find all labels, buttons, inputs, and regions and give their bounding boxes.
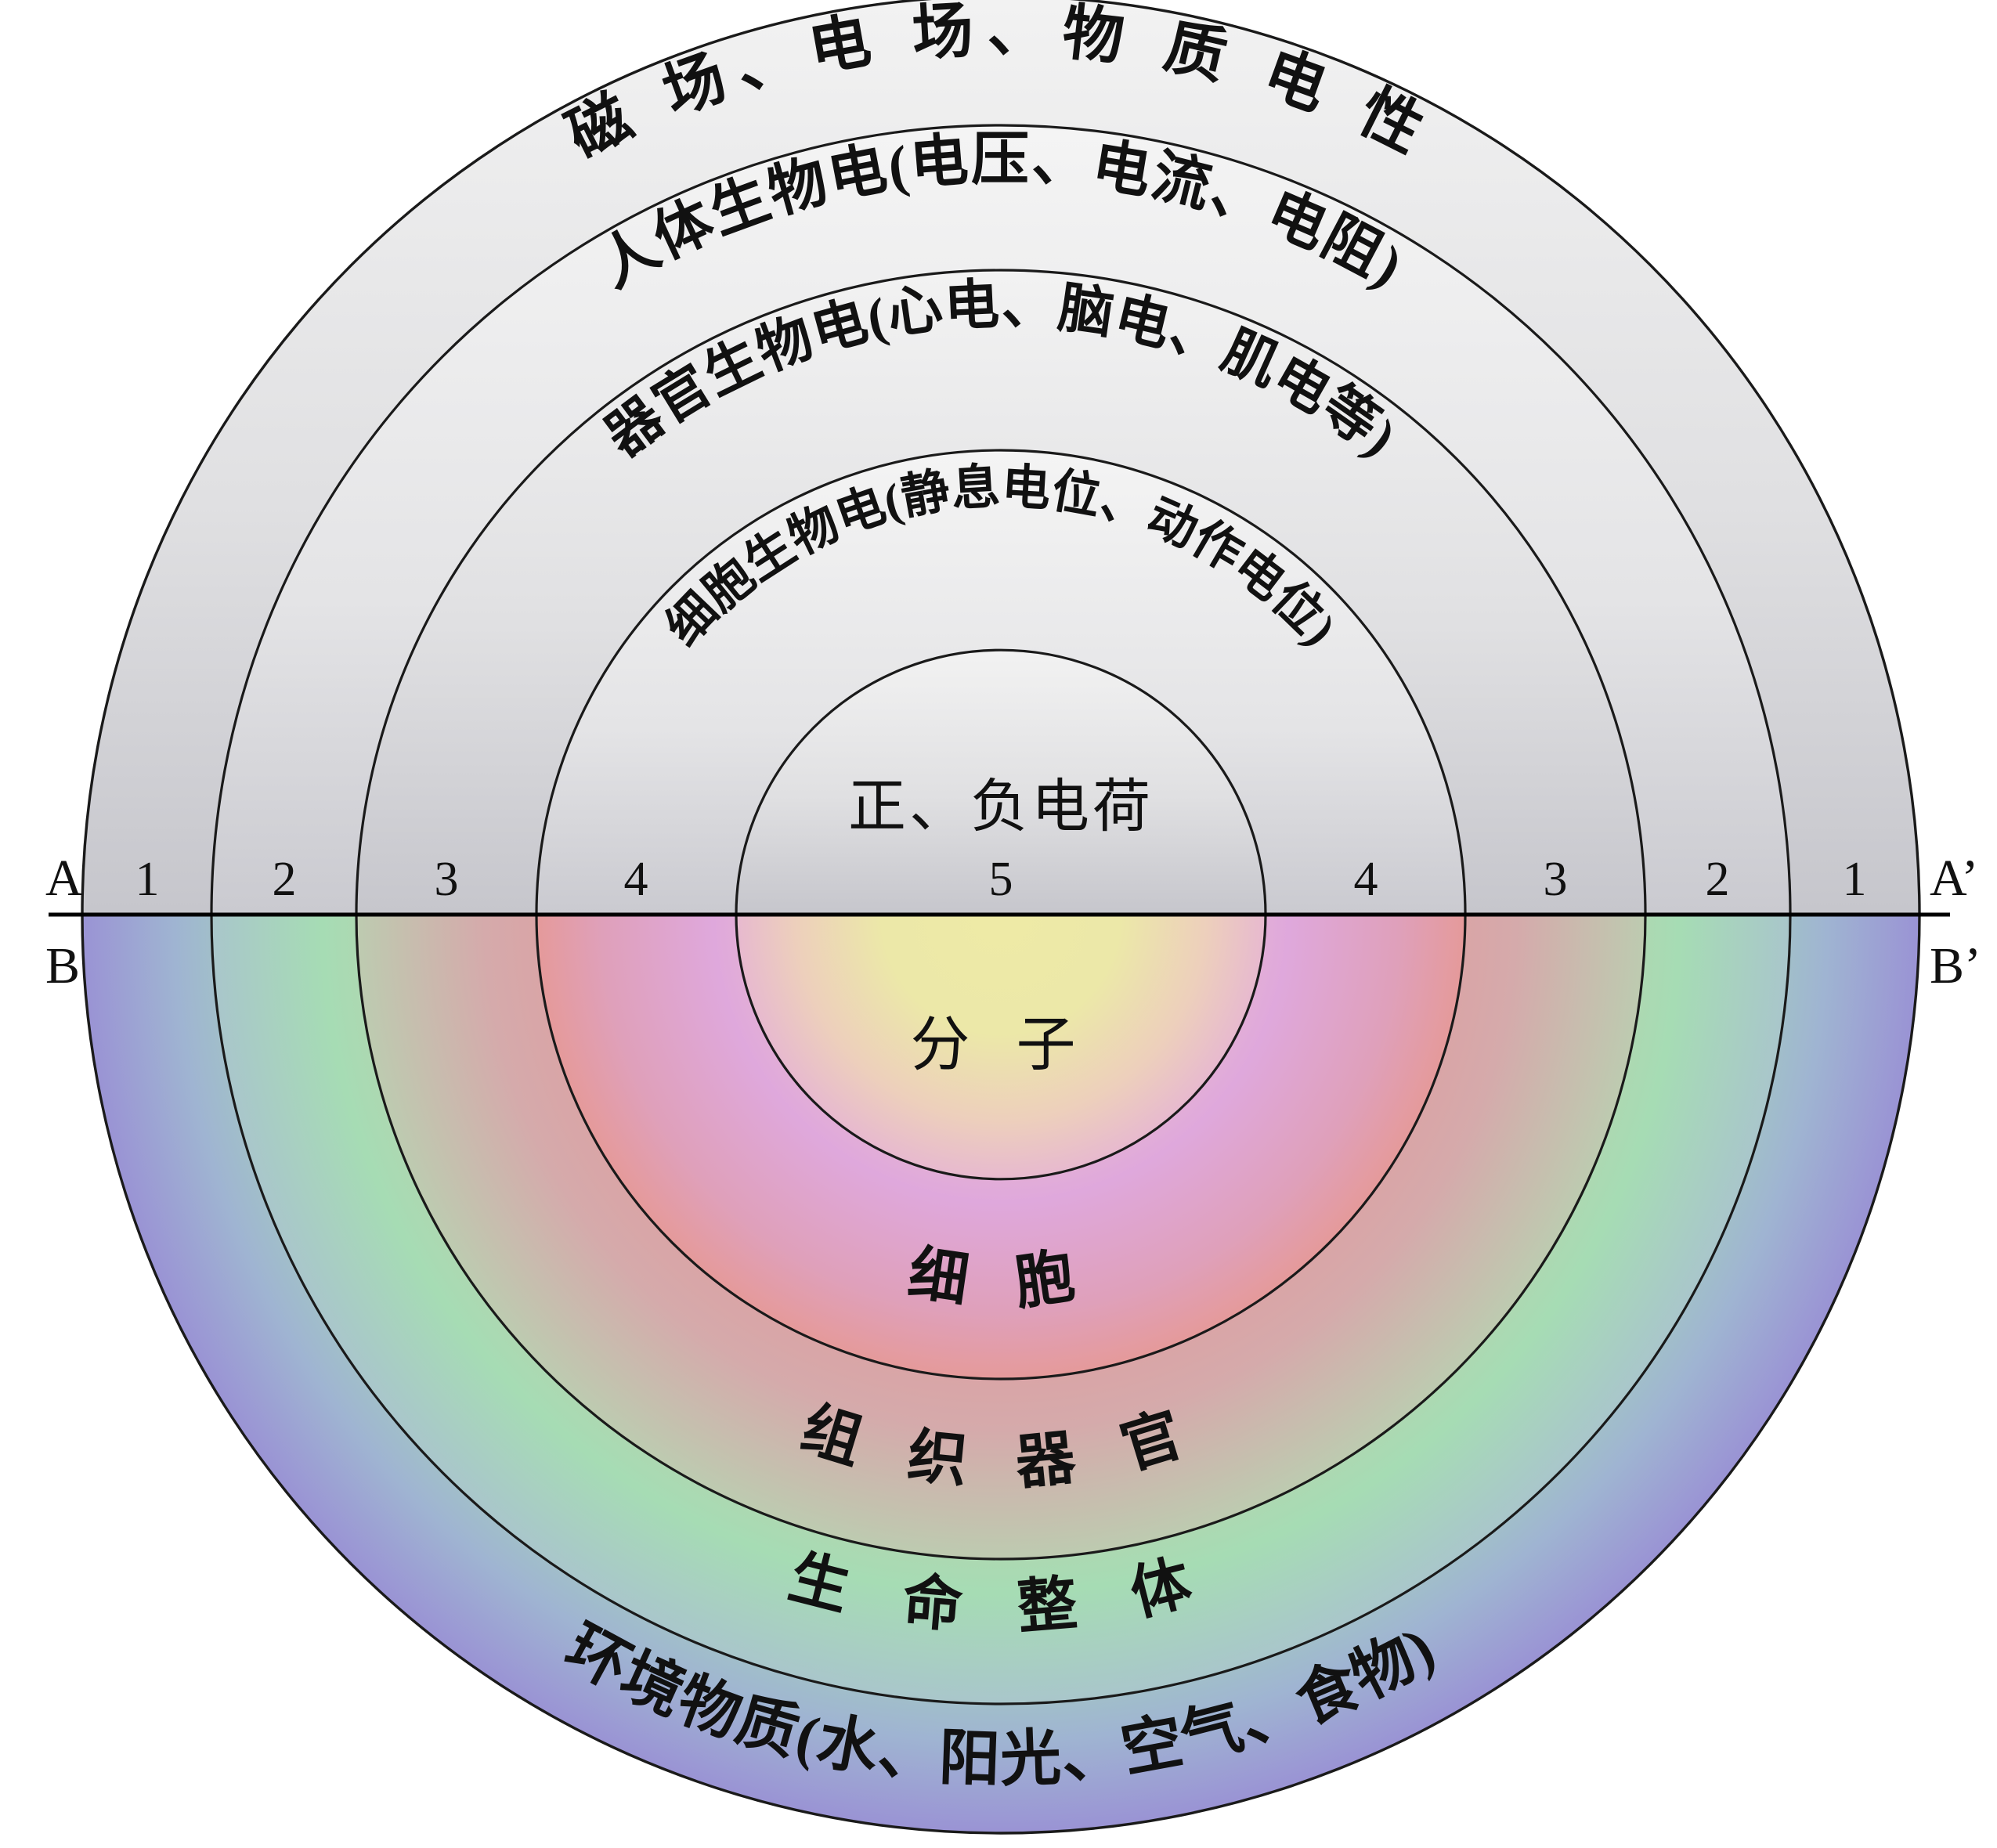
axis-endpoint-A-prime: A’ — [1930, 850, 1978, 907]
axis-endpoint-A: A — [45, 850, 83, 907]
lower-ring-5 — [735, 913, 1267, 1181]
endpoint-labels: A B A’ B’ — [45, 850, 1981, 994]
axis-tick-left-1: 1 — [135, 853, 160, 906]
axis-tick-center-5: 5 — [989, 853, 1013, 906]
lower-ring-4-label: 细 胞 — [905, 1240, 1097, 1317]
axis-tick-left-4: 4 — [624, 853, 648, 906]
axis-tick-left-3: 3 — [435, 853, 459, 906]
lower-half-group — [81, 913, 1921, 1835]
axis-tick-numbers: 1 2 3 4 5 4 3 2 1 — [135, 853, 1867, 906]
axis-tick-left-2: 2 — [273, 853, 297, 906]
upper-half-group — [81, 0, 1921, 916]
lower-ring-5-label: 分 子 — [911, 1012, 1092, 1078]
axis-tick-right-4: 4 — [1354, 853, 1378, 906]
axis-endpoint-B: B — [45, 937, 80, 994]
upper-ring-5 — [735, 648, 1267, 916]
axis-tick-right-1: 1 — [1843, 853, 1867, 906]
axis-tick-right-2: 2 — [1706, 853, 1730, 906]
axis-endpoint-B-prime: B’ — [1930, 937, 1981, 994]
upper-ring-5-label: 正、负电荷 — [848, 775, 1154, 839]
axis-tick-right-3: 3 — [1544, 853, 1568, 906]
